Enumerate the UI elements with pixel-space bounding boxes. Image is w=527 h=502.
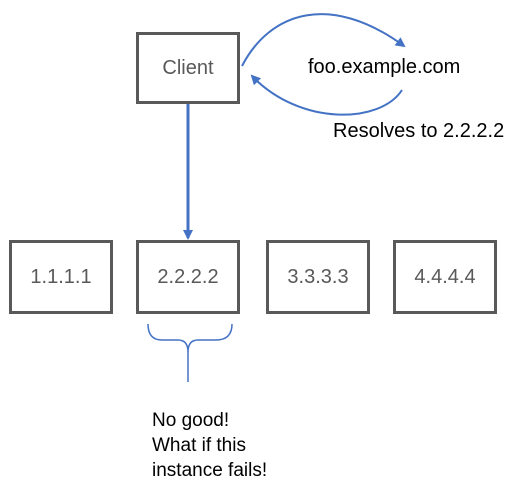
- warning-note: No good! What if this instance fails!: [152, 408, 267, 483]
- server-box-3: 3.3.3.3: [266, 240, 370, 314]
- server-box-4: 4.4.4.4: [393, 240, 497, 314]
- response-arrow: [250, 74, 403, 116]
- client-box: Client: [136, 32, 240, 104]
- note-line: instance fails!: [152, 460, 268, 481]
- client-label: Client: [162, 56, 214, 79]
- server-label: 3.3.3.3: [287, 265, 349, 288]
- resolution-label: Resolves to 2.2.2.2: [333, 120, 505, 142]
- note-line: What if this: [152, 435, 246, 456]
- lookup-arrow: [241, 13, 406, 67]
- server-label: 4.4.4.4: [414, 265, 476, 288]
- server-box-2: 2.2.2.2: [136, 240, 240, 314]
- domain-label: foo.example.com: [308, 56, 461, 78]
- server-label: 1.1.1.1: [30, 265, 92, 288]
- server-label: 2.2.2.2: [157, 265, 219, 288]
- server-box-1: 1.1.1.1: [9, 240, 113, 314]
- note-line: No good!: [152, 410, 230, 431]
- brace: [147, 323, 233, 353]
